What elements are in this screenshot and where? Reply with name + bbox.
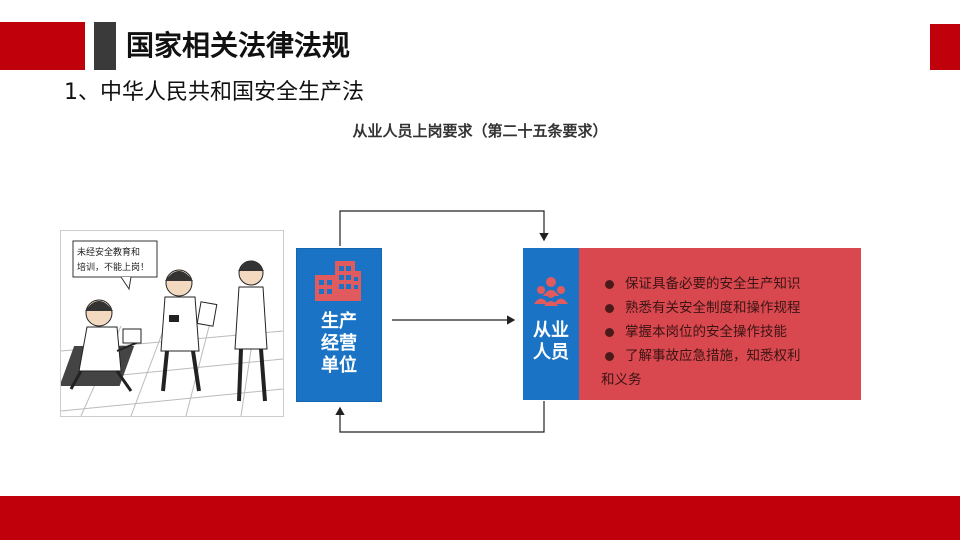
requirement-text: 了解事故应急措施，知悉权利 <box>625 348 801 364</box>
speech-line-1: 未经安全教育和 <box>77 246 140 258</box>
requirement-item: 掌握本岗位的安全操作技能 <box>601 320 801 344</box>
requirement-item: 熟悉有关安全制度和操作规程 <box>601 296 801 320</box>
safety-training-cartoon: 未经安全教育和 培训，不能上岗！ <box>59 230 284 417</box>
building-icon <box>315 261 361 301</box>
diagram-caption: 从业人员上岗要求（第二十五条要求） <box>352 122 608 140</box>
requirements-list: 保证具备必要的安全生产知识 熟悉有关安全制度和操作规程 掌握本岗位的安全操作技能… <box>601 272 801 392</box>
requirement-text: 熟悉有关安全制度和操作规程 <box>625 300 801 316</box>
header-accent-bar-dark <box>94 22 116 70</box>
section-subtitle: 1、中华人民共和国安全生产法 <box>64 80 364 105</box>
bottom-connector-arrow <box>335 401 545 433</box>
requirement-text: 保证具备必要的安全生产知识 <box>625 276 801 292</box>
requirement-item: 了解事故应急措施，知悉权利 和义务 <box>601 344 801 392</box>
header-accent-bar-right <box>930 24 960 70</box>
requirement-text-continued: 和义务 <box>601 372 642 388</box>
staff-label-line-1: 从业 <box>533 320 569 341</box>
requirement-text: 掌握本岗位的安全操作技能 <box>625 324 787 340</box>
staff-label-line-2: 人员 <box>533 342 569 363</box>
unit-label-line-2: 经营 <box>321 333 357 354</box>
requirements-panel: 保证具备必要的安全生产知识 熟悉有关安全制度和操作规程 掌握本岗位的安全操作技能… <box>579 248 861 400</box>
production-unit-label: 生产 经营 单位 <box>297 311 381 377</box>
worker-sitting <box>69 299 142 392</box>
requirement-item: 保证具备必要的安全生产知识 <box>601 272 801 296</box>
employee-box: 从业 人员 <box>523 248 579 400</box>
cartoon-illustration: 未经安全教育和 培训，不能上岗！ <box>59 240 284 417</box>
page-title: 国家相关法律法规 <box>126 29 351 62</box>
production-unit-box: 生产 经营 单位 <box>296 248 382 402</box>
worker-right <box>234 260 268 402</box>
speech-line-2: 培训，不能上岗！ <box>77 261 149 273</box>
top-connector-arrow <box>339 210 549 246</box>
worker-center <box>160 269 218 392</box>
header-accent-bar-left <box>0 22 85 70</box>
people-icon <box>534 277 568 306</box>
employee-label: 从业 人员 <box>523 320 579 364</box>
unit-label-line-1: 生产 <box>321 311 357 332</box>
footer-band <box>0 496 960 540</box>
unit-label-line-3: 单位 <box>321 355 357 376</box>
speech-bubble <box>72 240 158 278</box>
